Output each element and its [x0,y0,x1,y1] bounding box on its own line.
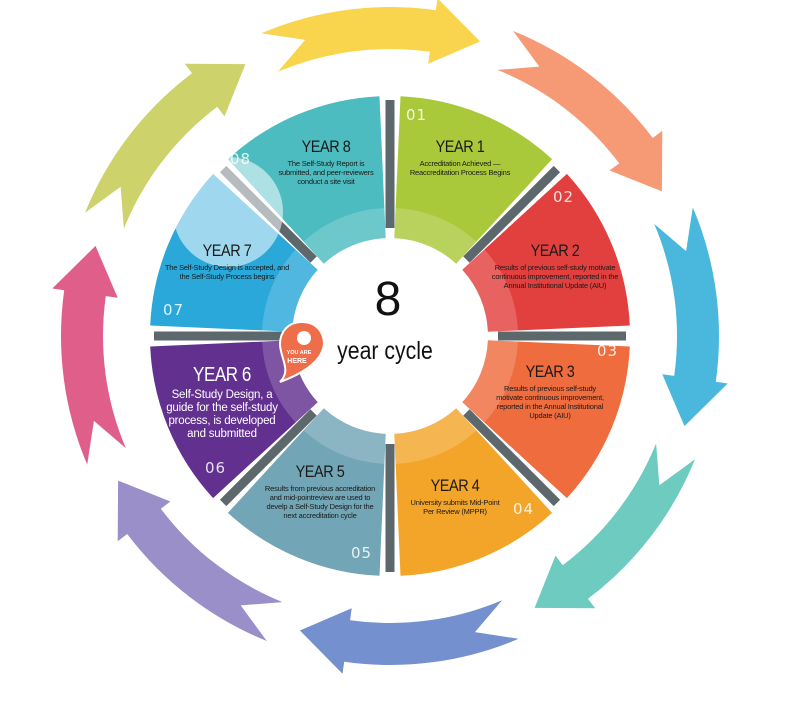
pin-label-1: YOU ARE [287,350,312,356]
map-pin-icon: YOU ARE HERE [278,320,326,383]
year-6-inner-highlight [262,340,318,423]
year-2-block: YEAR 2 Results of previous self-study mo… [490,241,620,290]
year-6-block: YEAR 6 Self-Study Design, a guide for th… [160,364,285,441]
year-4-block: YEAR 4 University submits Mid-Point Per … [405,476,505,516]
year-8-number: 08 [230,150,252,168]
you-are-here-pin: YOU ARE HERE [272,318,332,393]
year-8-desc: The Self-Study Report is submitted, and … [278,159,374,186]
year-4-segment [394,408,553,576]
center-label: year cycle [337,337,433,365]
year-5-segment [227,408,386,576]
year-6-number: 06 [205,459,227,477]
cycle-arrow-4 [534,443,695,609]
year-1-inner-highlight [394,208,477,264]
gloss-highlight [173,157,283,267]
year-5-desc: Results from previous accreditation and … [264,484,376,520]
year-8-block: YEAR 8 The Self-Study Report is submitte… [276,137,376,186]
year-1-block: YEAR 1 Accreditation Achieved — Reaccred… [395,137,525,177]
year-3-number: 03 [597,342,619,360]
year-7-title: YEAR 7 [202,241,252,260]
cycle-arrow-3 [654,207,728,427]
year-1-title: YEAR 1 [435,137,485,156]
year-3-inner-highlight [462,340,518,423]
year-7-number: 07 [163,301,185,319]
cycle-arrow-2 [497,31,663,192]
year-6-desc: Self-Study Design, a guide for the self-… [166,389,278,440]
year-2-number: 02 [553,188,575,206]
connector-bar-2 [463,165,561,263]
cycle-arrow-8 [85,63,246,229]
pin-label-2: HERE [287,358,307,365]
year-4-desc: University submits Mid-Point Per Review … [410,498,500,516]
year-3-title: YEAR 3 [525,362,575,381]
year-5-inner-highlight [303,408,386,464]
year-7-inner-highlight [262,249,318,332]
year-3-block: YEAR 3 Results of previous self-study mo… [493,362,608,420]
cycle-arrow-5 [299,600,519,674]
year-5-title: YEAR 5 [295,462,345,481]
year-2-desc: Results of previous self-study motivate … [491,263,619,290]
year-7-desc: The Self-Study Design is accepted, and t… [164,263,290,281]
cycle-arrow-7 [52,245,126,465]
year-1-desc: Accreditation Achieved — Reaccreditation… [409,159,511,177]
year-8-inner-highlight [303,208,386,264]
center-circle [298,244,482,428]
year-7-block: YEAR 7 The Self-Study Design is accepted… [165,241,290,281]
cycle-arrow-1 [261,0,481,72]
year-1-number: 01 [406,106,428,124]
year-2-inner-highlight [462,249,518,332]
center-number: 8 [374,273,402,326]
year-3-desc: Results of previous self-study motivate … [496,384,604,420]
year-4-inner-highlight [394,408,477,464]
year-8-title: YEAR 8 [301,137,351,156]
year-3-segment [462,340,630,499]
year-2-title: YEAR 2 [530,241,580,260]
year-4-title: YEAR 4 [430,476,480,495]
year-2-segment [462,173,630,332]
year-8-segment [227,96,386,264]
year-6-title: YEAR 6 [193,364,251,386]
year-5-block: YEAR 5 Results from previous accreditati… [260,462,380,520]
year-1-segment [394,96,553,264]
year-4-number: 04 [513,500,535,518]
year-5-number: 05 [351,544,373,562]
connector-bar-6 [219,409,317,507]
year-6-segment [150,340,318,499]
connector-bar-4 [463,409,561,507]
cycle-arrow-6 [117,480,283,641]
